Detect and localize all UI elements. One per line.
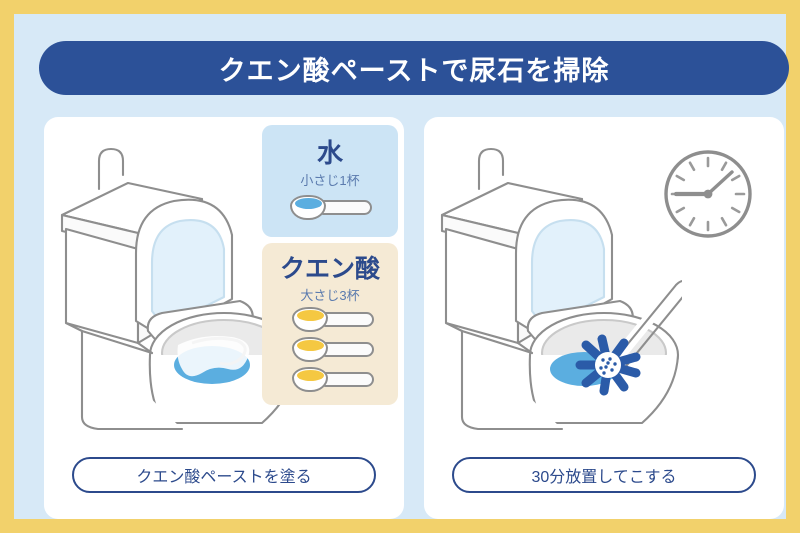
ingredient-box-water: 水 小さじ1杯 bbox=[262, 125, 398, 237]
step-2-caption: 30分放置してこする bbox=[452, 457, 756, 493]
step-2-panel: 30分放置してこする bbox=[424, 117, 784, 519]
ingredient-amount-citric-acid: 大さじ3杯 bbox=[300, 288, 360, 303]
page-title-banner: クエン酸ペーストで尿石を掃除 bbox=[39, 41, 789, 95]
ingredient-name-water: 水 bbox=[316, 138, 343, 168]
step-1-panel: 水 小さじ1杯 クエン酸 大さじ3杯 bbox=[44, 117, 404, 519]
toilet-illustration-step-2 bbox=[440, 147, 682, 431]
clock-minute-hand bbox=[706, 170, 734, 196]
infographic-canvas: クエン酸ペーストで尿石を掃除 bbox=[14, 14, 789, 519]
step-2-caption-text: 30分放置してこする bbox=[531, 469, 677, 486]
ingredient-name-citric-acid: クエン酸 bbox=[279, 255, 380, 283]
citric-acid-paste bbox=[177, 336, 250, 377]
toilet-brush-icon bbox=[575, 275, 682, 396]
ingredient-amount-water: 小さじ1杯 bbox=[300, 173, 360, 188]
wall-clock-icon bbox=[664, 150, 752, 238]
ingredient-box-citric-acid: クエン酸 大さじ3杯 bbox=[262, 243, 398, 405]
step-1-caption: クエン酸ペーストを塗る bbox=[72, 457, 376, 493]
page-title: クエン酸ペーストで尿石を掃除 bbox=[218, 55, 610, 86]
toilet-illustration-step-1 bbox=[60, 147, 300, 431]
step-1-caption-text: クエン酸ペーストを塗る bbox=[136, 469, 312, 486]
